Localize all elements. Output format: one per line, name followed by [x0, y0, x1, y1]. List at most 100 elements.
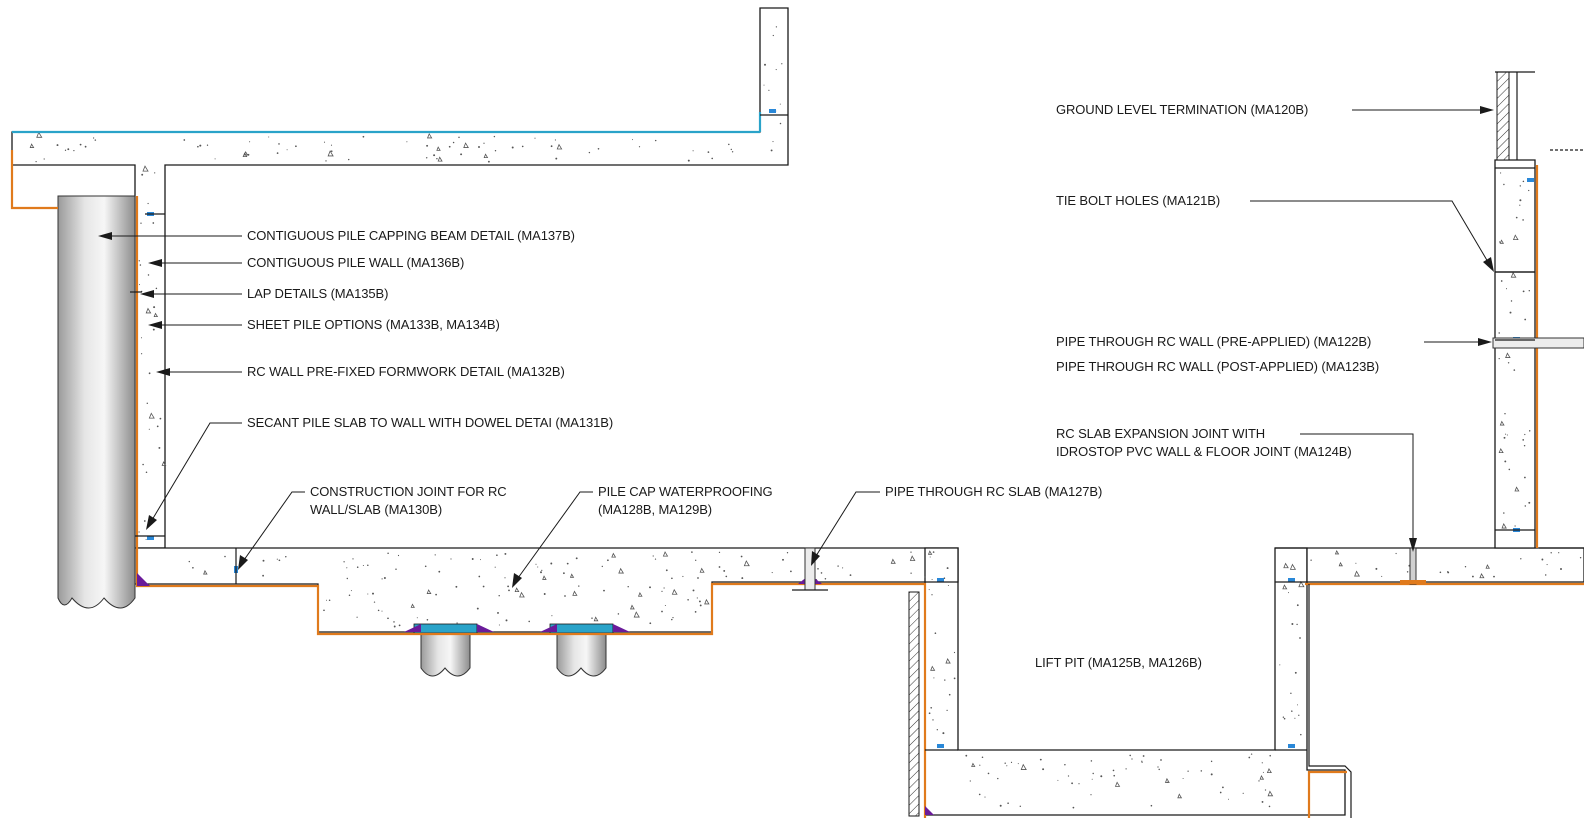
piles — [57, 195, 614, 677]
aggregate-triangle — [145, 307, 152, 314]
label-ma128b-line2: (MA128B, MA129B) — [598, 502, 712, 517]
aggregate-dot — [1505, 433, 1507, 435]
aggregate-dot — [763, 84, 765, 86]
aggregate-triangle — [1298, 580, 1305, 588]
aggregate-dot — [84, 145, 87, 148]
aggregate-dot — [1519, 185, 1522, 187]
pile-wall-membrane — [135, 196, 927, 818]
aggregate-dot — [436, 157, 438, 160]
aggregate-dot — [1282, 716, 1285, 718]
aggregate-triangle — [890, 558, 896, 564]
aggregate-dot — [496, 554, 498, 557]
aggregate-dot — [1509, 311, 1512, 314]
aggregate-triangle — [556, 143, 563, 150]
aggregate-dot — [554, 139, 556, 141]
aggregate-triangle — [463, 142, 469, 148]
aggregate-dot — [1296, 604, 1299, 607]
aggregate-dot — [842, 567, 844, 569]
aggregate-dot — [373, 601, 376, 603]
aggregate-triangle — [542, 575, 547, 580]
aggregate-dot — [325, 160, 327, 162]
label-ma125b: LIFT PIT (MA125B, MA126B) — [1035, 655, 1202, 670]
aggregate-dot — [1042, 768, 1045, 771]
aggregate-dot — [1090, 760, 1093, 762]
aggregate-dot — [1039, 758, 1042, 761]
aggregate-dot — [1546, 564, 1548, 566]
aggregate-dot — [730, 148, 732, 151]
label-ma135b: LAP DETAILS (MA135B) — [247, 286, 388, 301]
aggregate-dot — [356, 566, 359, 568]
aggregate-triangle — [1020, 763, 1027, 770]
aggregate-dot — [932, 719, 934, 721]
aggregate-dot — [1100, 775, 1103, 778]
aggregate-dot — [511, 146, 514, 149]
right-rc-wall — [1494, 159, 1536, 549]
aggregate-dot — [1381, 575, 1383, 577]
aggregate-dot — [1300, 733, 1302, 736]
aggregate-triangle — [519, 591, 525, 598]
aggregate-dot — [56, 144, 59, 147]
aggregate-dot — [452, 141, 455, 144]
aggregate-dot — [508, 589, 510, 592]
aggregate-dot — [1558, 552, 1560, 554]
aggregate-dot — [147, 202, 149, 205]
aggregate-dot — [158, 446, 161, 449]
aggregate-triangle — [1514, 486, 1520, 492]
aggregate-dot — [1296, 623, 1298, 626]
aggregate-dot — [779, 103, 781, 105]
aggregate-dot — [505, 619, 508, 622]
aggregate-dot — [591, 617, 593, 619]
aggregate-dot — [1498, 241, 1501, 243]
aggregate-dot — [1113, 774, 1116, 777]
label-ma123b: PIPE THROUGH RC WALL (POST-APPLIED) (MA1… — [1056, 359, 1379, 374]
aggregate-dot — [627, 585, 629, 588]
aggregate-dot — [383, 577, 386, 579]
aggregate-dot — [1222, 786, 1224, 789]
aggregate-dot — [1493, 575, 1495, 578]
aggregate-triangle — [243, 150, 249, 156]
aggregate-dot — [480, 559, 481, 561]
aggregate-dot — [152, 328, 155, 331]
aggregate-dot — [328, 599, 331, 602]
aggregate-triangle — [436, 146, 441, 151]
aggregate-triangle — [1510, 271, 1517, 278]
aggregate-dot — [425, 157, 428, 159]
aggregate-dot — [448, 145, 451, 148]
aggregate-dot — [1524, 505, 1527, 507]
aggregate-dot — [1072, 806, 1075, 809]
aggregate-dot — [603, 589, 605, 592]
aggregate-dot — [343, 561, 345, 563]
aggregate-dot — [139, 264, 142, 266]
aggregate-triangle — [704, 598, 710, 605]
aggregate-dot — [1504, 412, 1506, 415]
aggregate-dot — [1310, 559, 1312, 561]
aggregate-dot — [362, 135, 365, 138]
label-ma132b: RC WALL PRE-FIXED FORMWORK DETAIL (MA132… — [247, 364, 565, 379]
label-ma124b-line2: IDROSTOP PVC WALL & FLOOR JOINT (MA124B) — [1056, 444, 1352, 459]
aggregate-dot — [295, 145, 297, 148]
aggregate-dot — [999, 804, 1002, 807]
aggregate-dot — [725, 575, 728, 578]
aggregate-dot — [1500, 172, 1502, 174]
aggregate-dot — [1283, 717, 1286, 720]
aggregate-dot — [1067, 775, 1070, 777]
aggregate-dot — [698, 600, 701, 603]
aggregate-dot — [206, 144, 209, 146]
aggregate-dot — [456, 622, 458, 624]
aggregate-dot — [654, 558, 657, 560]
leader-lines — [98, 106, 1494, 588]
aggregate-triangle — [662, 551, 669, 557]
aggregate-dot — [563, 572, 565, 575]
aggregate-dot — [43, 158, 45, 160]
aggregate-dot — [1091, 778, 1093, 780]
aggregate-dot — [566, 562, 569, 565]
aggregate-dot — [943, 577, 946, 579]
aggregate-dot — [142, 463, 144, 466]
aggregate-dot — [433, 154, 436, 157]
aggregate-dot — [969, 780, 971, 782]
aggregate-dot — [278, 143, 280, 145]
aggregate-dot — [578, 585, 580, 587]
aggregate-dot — [350, 590, 352, 592]
aggregate-dot — [148, 428, 150, 430]
aggregate-dot — [145, 471, 148, 474]
